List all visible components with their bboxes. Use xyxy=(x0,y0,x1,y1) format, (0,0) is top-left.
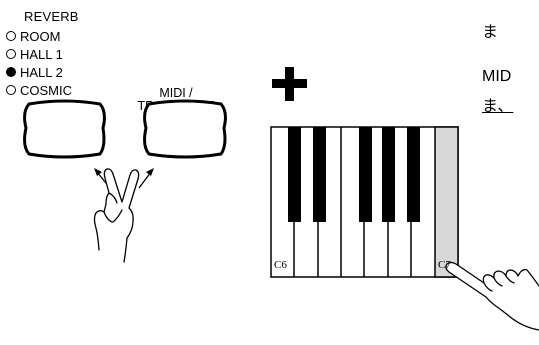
key-label-c7: C7 xyxy=(438,259,451,271)
reverb-option-hall1[interactable]: HALL 1 xyxy=(6,45,72,63)
side-text-line1: ま xyxy=(482,24,499,41)
two-finger-hand-icon xyxy=(93,168,140,263)
led-indicator-cosmic xyxy=(6,85,16,95)
led-indicator-hall1 xyxy=(6,49,16,59)
reverb-option-cosmic[interactable]: COSMIC xyxy=(6,81,72,99)
reverb-option-label: ROOM xyxy=(20,28,61,44)
reverb-options: ROOM HALL 1 HALL 2 COSMIC xyxy=(6,27,72,99)
reverb-option-label: HALL 2 xyxy=(20,64,63,80)
pointing-hand-icon xyxy=(445,261,539,331)
piano-keyboard[interactable] xyxy=(270,126,459,278)
midi-label-line1: MIDI / xyxy=(159,86,193,100)
reverb-option-hall2[interactable]: HALL 2 xyxy=(6,63,72,81)
led-indicator-room xyxy=(6,31,16,41)
plus-icon xyxy=(272,67,307,101)
piano-key-c7[interactable] xyxy=(434,126,459,278)
key-label-c6: C6 xyxy=(274,259,287,271)
reverb-option-label: HALL 1 xyxy=(20,46,63,62)
midi-transpose-button[interactable] xyxy=(143,99,227,159)
reverb-option-label: COSMIC xyxy=(20,82,72,98)
reverb-title: REVERB xyxy=(24,9,79,24)
led-indicator-hall2 xyxy=(6,67,16,77)
side-text-line3: ま、 xyxy=(482,98,514,115)
reverb-button[interactable] xyxy=(23,99,106,159)
side-text-line2: MID xyxy=(482,68,512,85)
arrow-right-icon xyxy=(138,168,154,189)
reverb-option-room[interactable]: ROOM xyxy=(6,27,72,45)
